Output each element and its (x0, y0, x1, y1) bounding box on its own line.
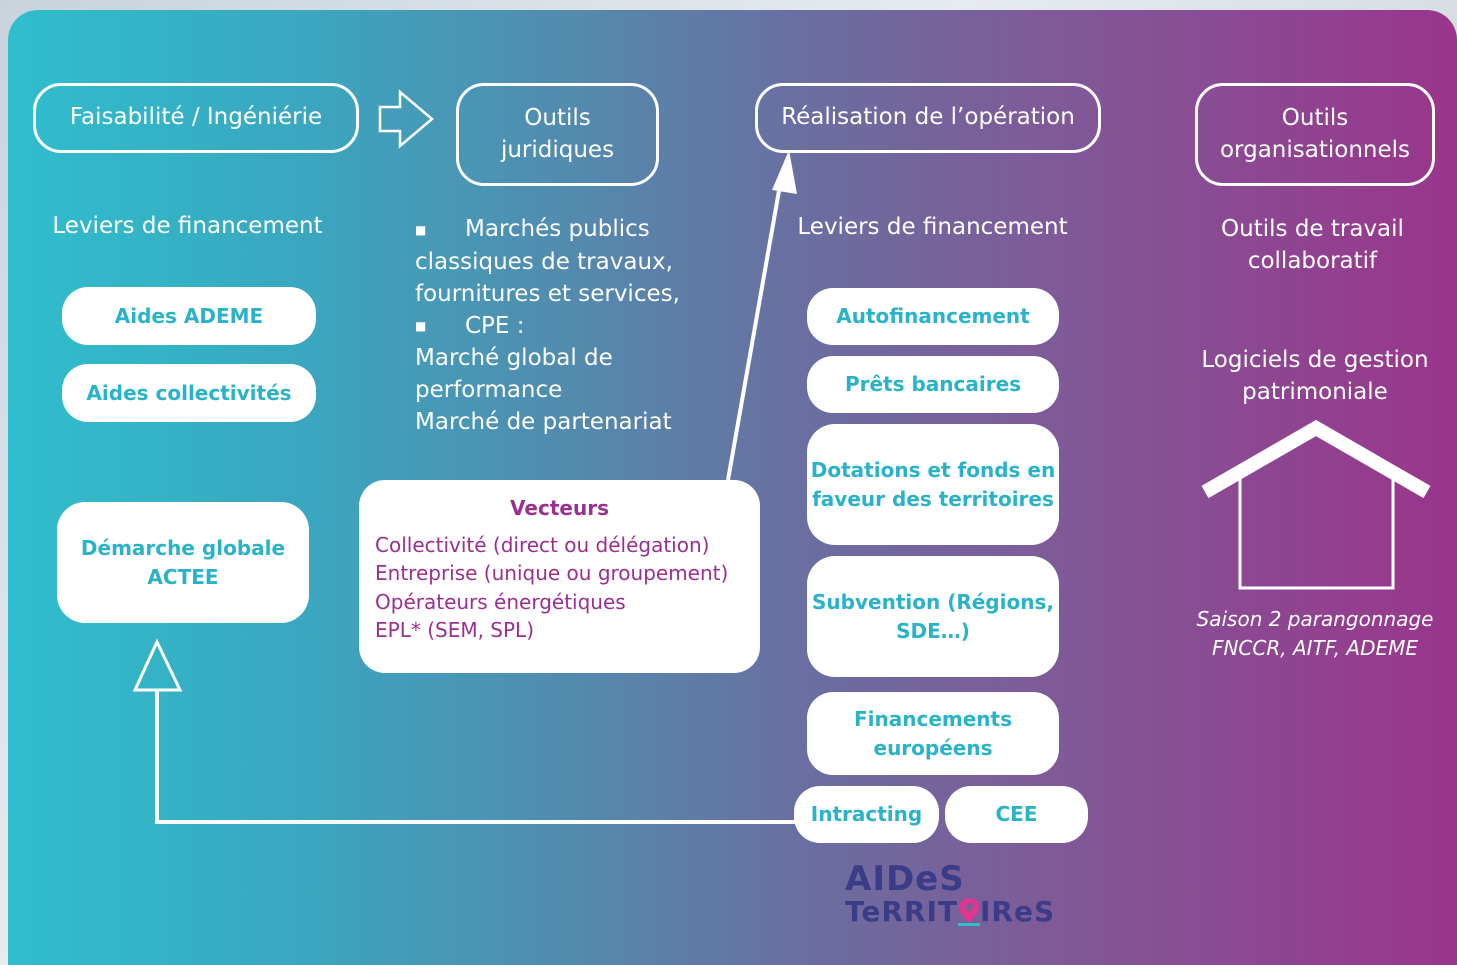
realisation-label: Réalisation de l’opération (781, 104, 1075, 131)
realisation-box: Réalisation de l’opération (755, 83, 1101, 153)
vectors-box: Vecteurs Collectivité (direct ou délégat… (359, 480, 760, 673)
diagonal-arrow-line (726, 184, 782, 481)
hollow-up-arrow-icon (132, 638, 183, 692)
location-pin-icon (958, 898, 981, 926)
feasibility-label: Faisabilité / Ingéniérie (69, 104, 323, 131)
subvention-pill: Subvention (Régions, SDE…) (807, 556, 1059, 677)
house-icon (1201, 419, 1431, 590)
actee-box: Démarche globale ACTEE (57, 502, 309, 623)
left-levers-title: Leviers de financement (52, 213, 323, 239)
aides-collectivites-pill: Aides collectivités (62, 364, 316, 422)
legal-item-1: ■Marchés publics (415, 213, 715, 246)
bullet-icon: ■ (415, 222, 427, 237)
legal-tools-box: Outils juridiques (456, 83, 659, 186)
software-text: Logiciels de gestion patrimoniale (1201, 347, 1429, 405)
hollow-right-arrow-icon (378, 89, 434, 149)
benchmark-note: Saison 2 parangonnage FNCCR, AITF, ADEME (1196, 607, 1434, 660)
vector-item: Collectivité (direct ou délégation) (375, 532, 710, 557)
legal-item-2: ■CPE : (415, 310, 715, 343)
middle-levers-title: Leviers de financement (797, 214, 1068, 240)
vector-item: Entreprise (unique ou groupement) (375, 561, 729, 585)
return-line (155, 690, 795, 824)
bullet-icon: ■ (415, 319, 427, 333)
intracting-pill: Intracting (794, 786, 939, 843)
collab-tools-text: Outils de travail collaboratif (1221, 216, 1404, 274)
autofinancement-pill: Autofinancement (807, 288, 1059, 345)
cee-pill: CEE (945, 786, 1088, 843)
org-tools-box: Outils organisationnels (1195, 83, 1435, 186)
prets-bancaires-pill: Prêts bancaires (807, 356, 1059, 413)
aides-territoires-logo: AIDeS TeRRIT IReS (845, 862, 1065, 937)
feasibility-box: Faisabilité / Ingéniérie (33, 83, 359, 153)
vectors-title: Vecteurs (510, 496, 609, 520)
aides-ademe-pill: Aides ADEME (62, 287, 316, 345)
dotations-pill: Dotations et fonds en faveur des territo… (807, 424, 1059, 545)
legal-item-1-rest: classiques de travaux, fournitures et se… (415, 248, 680, 307)
legal-tools-label: Outils juridiques (500, 105, 615, 163)
legal-item-2-rest: Marché global de performance Marché de p… (415, 345, 672, 435)
vector-item: Opérateurs énergétiques (375, 589, 626, 614)
financements-europeens-pill: Financements européens (807, 692, 1059, 775)
vector-item: EPL* (SEM, SPL) (375, 618, 535, 642)
logo-line-2: TeRRIT IReS (845, 895, 1056, 928)
arrow-up-head-icon (772, 150, 797, 194)
logo-line-1: AIDeS (845, 859, 965, 899)
legal-tools-list: ■Marchés publics classiques de travaux, … (415, 213, 715, 438)
org-tools-label: Outils organisationnels (1219, 105, 1411, 163)
